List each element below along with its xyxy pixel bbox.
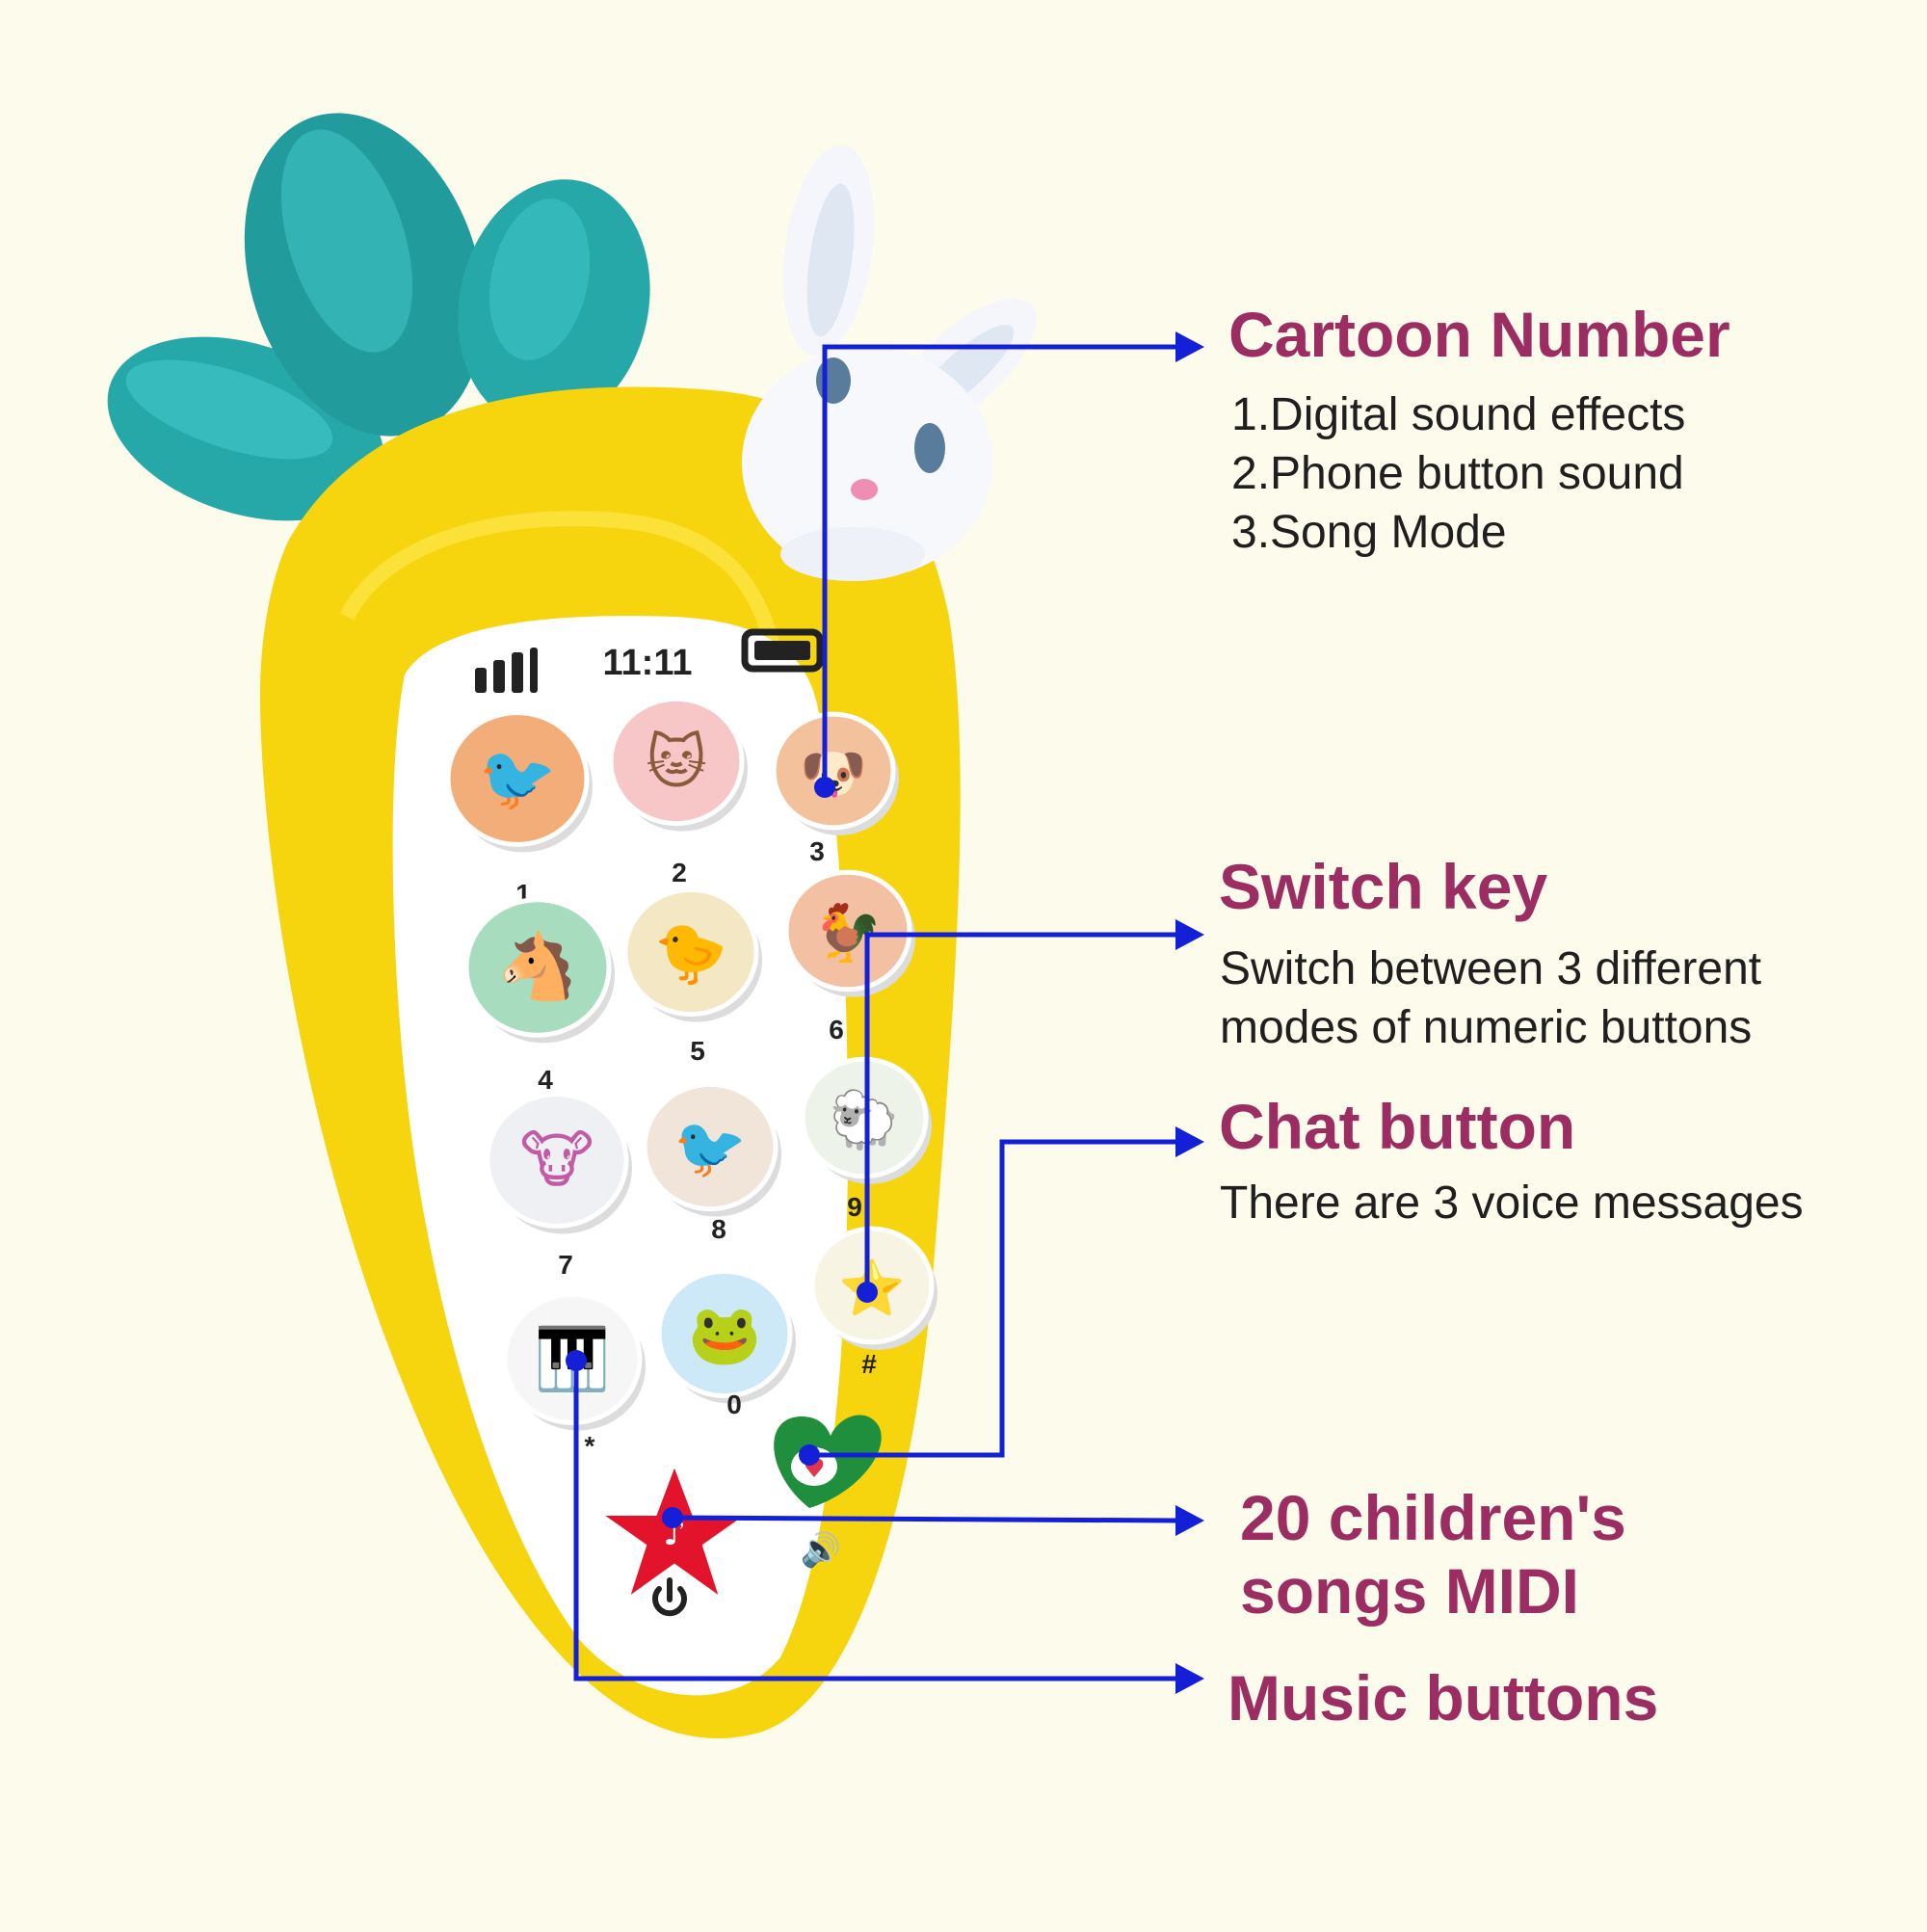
keypad-button[interactable]: 🐮7: [485, 1092, 632, 1280]
leader-arrowheads: [1175, 331, 1204, 1694]
keypad-button-face: [783, 869, 912, 992]
bunny-head-icon: [742, 145, 1037, 581]
signal-bars-icon: [475, 648, 538, 693]
keypad-button[interactable]: 🐱2: [608, 696, 748, 887]
carrot-leaves-icon: [107, 113, 650, 521]
keypad-label: 6: [829, 1015, 844, 1045]
keypad-button[interactable]: 🐦1: [445, 710, 593, 909]
frog-icon: 🐸: [688, 1301, 761, 1369]
keypad-label: 9: [847, 1192, 862, 1222]
keypad-button[interactable]: 🐴4: [463, 897, 615, 1095]
switch-key-body: Switch between 3 different modes of nume…: [1220, 940, 1761, 1057]
children-songs-line: 20 children's: [1240, 1482, 1626, 1553]
keypad-button-face: [622, 887, 759, 1018]
keypad-button[interactable]: 🐦8: [642, 1081, 781, 1244]
keypad-button-face: [656, 1268, 793, 1399]
keypad-button-face: [445, 710, 590, 847]
keypad-button[interactable]: 🐑9: [800, 1056, 932, 1222]
leader-dots: [566, 777, 878, 1528]
keypad: 🐦1🐱2🐶3🐴4🐤5🐓6🐮7🐦8🐑9🎹*🐸0⭐#: [445, 696, 937, 1461]
keypad-label: 4: [538, 1065, 553, 1095]
chat-button-body: There are 3 voice messages: [1220, 1174, 1804, 1232]
crow-icon: 🐦: [673, 1114, 747, 1182]
keypad-label: 0: [726, 1389, 742, 1419]
keypad-label: 8: [711, 1214, 726, 1244]
battery-icon: [741, 628, 824, 673]
chick-icon: 🐤: [654, 919, 727, 988]
keypad-button-face: [608, 696, 745, 827]
sheep-icon: 🐑: [830, 1086, 899, 1152]
cartoon-number-line: 1.Digital sound effects: [1231, 389, 1686, 440]
status-time: 11:11: [603, 643, 693, 683]
horse-icon: 🐴: [497, 929, 577, 1004]
keypad-button-face: [463, 897, 612, 1038]
keypad-label: 5: [690, 1036, 705, 1066]
keypad-button[interactable]: 🐶3: [771, 711, 899, 866]
chat-button-line: There are 3 voice messages: [1220, 1178, 1804, 1229]
power-icon: [652, 1577, 687, 1617]
cat-icon: 🐱: [646, 728, 707, 797]
switch-key-title: Switch key: [1219, 851, 1548, 922]
keypad-label: 7: [558, 1250, 573, 1280]
cow-icon: 🐮: [520, 1125, 594, 1197]
cartoon-number-body: 1.Digital sound effects 2.Phone button s…: [1231, 385, 1685, 562]
leader-lines: [573, 344, 1176, 1681]
bird-icon: 🐦: [479, 743, 557, 815]
chat-button-title: Chat button: [1219, 1091, 1576, 1162]
cartoon-number-title: Cartoon Number: [1228, 299, 1730, 370]
keypad-label: #: [861, 1349, 877, 1379]
keypad-button-face: [485, 1092, 629, 1229]
keypad-label: 3: [809, 836, 825, 866]
keypad-label: *: [585, 1431, 595, 1461]
cartoon-number-line: 3.Song Mode: [1231, 507, 1507, 558]
dog-icon: 🐶: [800, 743, 867, 806]
children-songs-title: 20 children's songs MIDI: [1240, 1482, 1626, 1628]
keypad-button-face: [771, 711, 896, 831]
keypad-label: 2: [672, 858, 687, 887]
keypad-button[interactable]: 🐸0: [656, 1268, 796, 1419]
keypad-button-face: [800, 1056, 929, 1179]
keypad-button[interactable]: 🐤5: [622, 887, 762, 1066]
keypad-button-face: [642, 1081, 779, 1212]
switch-key-line: modes of numeric buttons: [1220, 1002, 1753, 1053]
speaker-icon: 🔊: [801, 1530, 841, 1570]
cartoon-number-line: 2.Phone button sound: [1231, 448, 1684, 499]
keypad-button[interactable]: 🐓6: [783, 869, 915, 1045]
children-songs-line: songs MIDI: [1240, 1554, 1580, 1627]
music-buttons-title: Music buttons: [1227, 1662, 1659, 1734]
switch-key-line: Switch between 3 different: [1220, 943, 1762, 994]
